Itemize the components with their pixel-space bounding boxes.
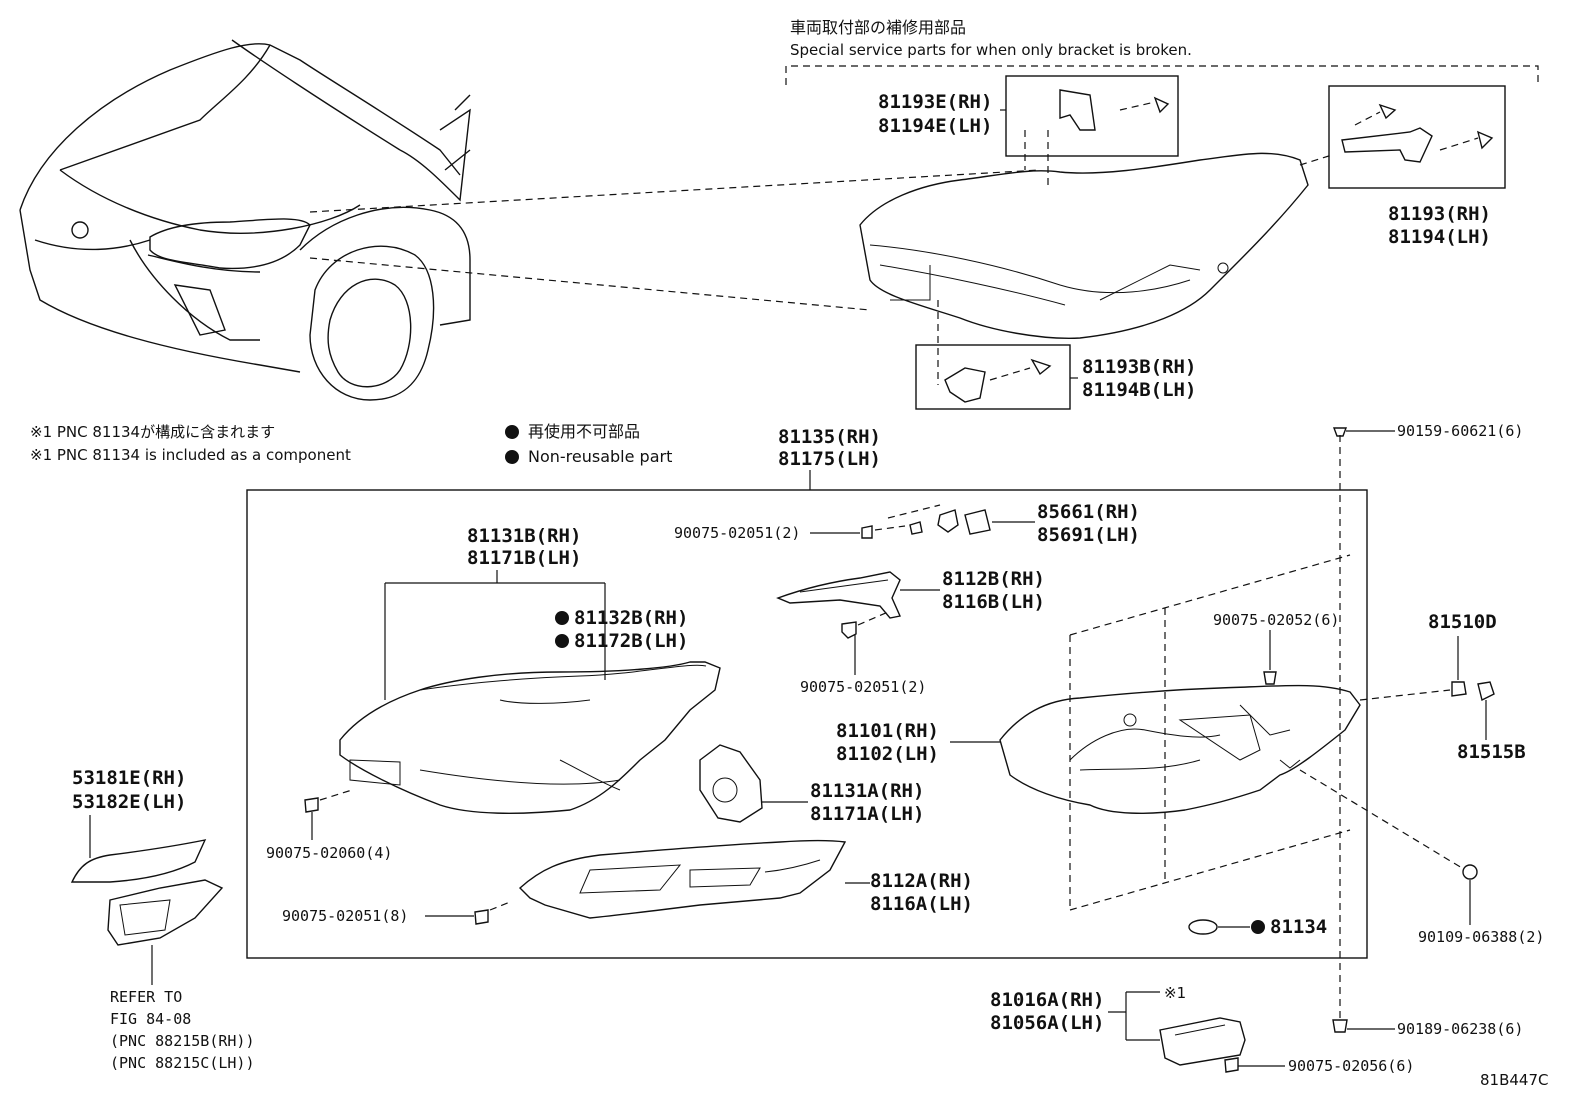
label-90075-02060: 90075-02060(4) xyxy=(266,844,392,862)
label-53181E: 53181E(RH) xyxy=(72,767,186,789)
label-53182E: 53182E(LH) xyxy=(72,791,186,813)
bulb-icon xyxy=(1451,681,1467,697)
label-81171B: 81171B(LH) xyxy=(467,547,581,569)
bracket-box-e xyxy=(1005,75,1179,157)
label-81131A: 81131A(RH) xyxy=(810,780,924,802)
car-front-illustration xyxy=(19,39,1041,401)
label-90075-02051-2b: 90075-02051(2) xyxy=(800,678,926,696)
label-81171A: 81171A(LH) xyxy=(810,803,924,825)
non-reusable-dot-icon-2 xyxy=(555,634,569,648)
refer-line-2: FIG 84-08 xyxy=(110,1010,191,1028)
label-81193: 81193(RH) xyxy=(1388,203,1491,225)
legend-dot-icon-2 xyxy=(505,450,519,464)
refer-line-1: REFER TO xyxy=(110,988,182,1006)
label-81175: 81175(LH) xyxy=(778,448,881,470)
label-81131B: 81131B(RH) xyxy=(467,525,581,547)
label-81102: 81102(LH) xyxy=(836,743,939,765)
lower-bezel xyxy=(518,839,847,919)
gasket-icon xyxy=(1188,919,1218,935)
label-81101: 81101(RH) xyxy=(836,720,939,742)
bracket-box-b xyxy=(915,344,1071,410)
label-81515B: 81515B xyxy=(1457,741,1526,763)
label-90075-02052: 90075-02052(6) xyxy=(1213,611,1339,629)
non-reusable-dot-icon xyxy=(555,611,569,625)
label-81056A: 81056A(LH) xyxy=(990,1012,1104,1034)
label-90109: 90109-06388(2) xyxy=(1418,928,1544,946)
label-81132B: 81132B(RH) xyxy=(574,607,688,629)
headlamp-lens xyxy=(339,661,721,814)
header-jp: 車両取付部の補修用部品 xyxy=(790,18,966,37)
lamp-bracket xyxy=(699,744,763,823)
non-reusable-dot-icon-3 xyxy=(1251,920,1265,934)
label-81510D: 81510D xyxy=(1428,611,1497,633)
bracket-box-main xyxy=(1328,85,1506,189)
label-81194: 81194(LH) xyxy=(1388,226,1491,248)
refer-line-3: (PNC 88215B(RH)) xyxy=(110,1032,255,1050)
legend-en: Non-reusable part xyxy=(528,447,672,466)
figure-code: 81B447C xyxy=(1480,1071,1548,1089)
service-parts-bracket xyxy=(785,65,1539,85)
legend-dot-icon xyxy=(505,425,519,439)
corner-cover xyxy=(70,839,224,946)
bolt-icon xyxy=(1462,864,1478,880)
label-85661: 85661(RH) xyxy=(1037,501,1140,523)
label-90159: 90159-60621(6) xyxy=(1397,422,1523,440)
legend-jp: 再使用不可部品 xyxy=(528,422,640,441)
label-81193E: 81193E(RH) xyxy=(878,91,992,113)
header-en: Special service parts for when only brac… xyxy=(790,41,1192,59)
label-8116B: 8116B(LH) xyxy=(942,591,1045,613)
label-81194E: 81194E(LH) xyxy=(878,115,992,137)
label-90075-02056: 90075-02056(6) xyxy=(1288,1057,1414,1075)
headlamp-assembly-box xyxy=(246,489,1368,959)
label-85691: 85691(LH) xyxy=(1037,524,1140,546)
note-en: ※1 PNC 81134 is included as a component xyxy=(30,446,351,464)
ecu-module xyxy=(1159,1017,1246,1066)
note-jp: ※1 PNC 81134が構成に含まれます xyxy=(30,423,275,441)
ref-mark: ※1 xyxy=(1164,984,1186,1002)
label-81172B: 81172B(LH) xyxy=(574,630,688,652)
label-81134: 81134 xyxy=(1270,916,1327,938)
label-90075-02051-8: 90075-02051(8) xyxy=(282,907,408,925)
refer-line-4: (PNC 88215C(LH)) xyxy=(110,1054,255,1072)
label-81016A: 81016A(RH) xyxy=(990,989,1104,1011)
socket-icon xyxy=(1477,681,1495,702)
label-8112B: 8112B(RH) xyxy=(942,568,1045,590)
label-8112A: 8112A(RH) xyxy=(870,870,973,892)
label-90189: 90189-06238(6) xyxy=(1397,1020,1523,1038)
upper-bezel xyxy=(776,571,901,619)
headlamp-housing xyxy=(999,684,1361,814)
socket-connector xyxy=(861,504,991,539)
label-81194B: 81194B(LH) xyxy=(1082,379,1196,401)
label-8116A: 8116A(LH) xyxy=(870,893,973,915)
headlamp-housing-upper xyxy=(859,152,1309,339)
label-90075-02051-2a: 90075-02051(2) xyxy=(674,524,800,542)
label-81193B: 81193B(RH) xyxy=(1082,356,1196,378)
label-81135: 81135(RH) xyxy=(778,426,881,448)
